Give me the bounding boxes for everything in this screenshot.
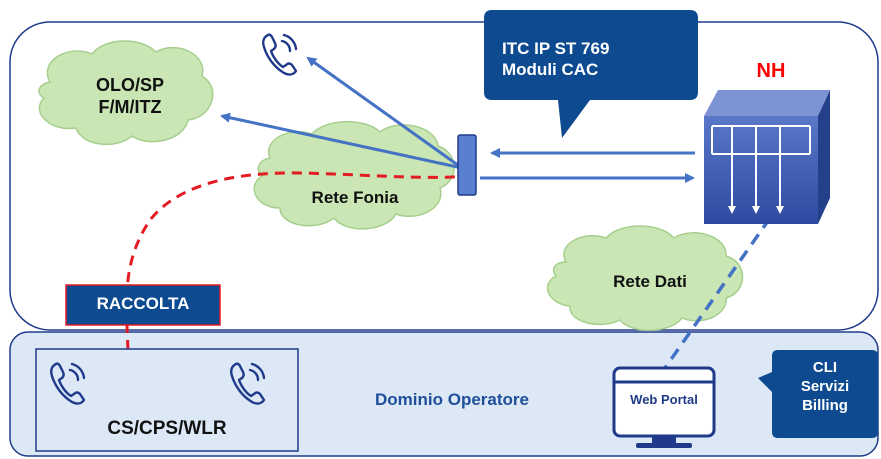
phone-icon: [50, 362, 86, 405]
raccolta-dashed-path: [125, 171, 469, 351]
phone-icon: [230, 362, 266, 405]
nh-label: NH: [756, 60, 786, 82]
web-portal-label: Web Portal: [630, 392, 698, 407]
olo-cloud-label: OLO/SP F/M/ITZ: [95, 75, 164, 117]
operator-box-label: CS/CPS/WLR: [107, 418, 227, 439]
itc-callout: [484, 10, 698, 138]
billing-callout: [758, 350, 878, 438]
rete-dati-label: Rete Dati: [613, 272, 687, 291]
arrow-to-phone: [306, 56, 463, 170]
rete-fonia-cloud: [253, 121, 455, 230]
nh-switch-cube-icon: [704, 90, 830, 224]
rete-fonia-label: Rete Fonia: [311, 188, 399, 207]
olo-cloud: [38, 40, 214, 146]
nh-web-portal-dashed-link: [663, 216, 772, 370]
billing-callout-label: CLI Servizi Billing: [800, 359, 850, 414]
raccolta-label: RACCOLTA: [96, 294, 190, 313]
phone-icon: [262, 33, 298, 76]
rete-dati-cloud: [546, 225, 744, 331]
raccolta-box: [65, 284, 221, 326]
gateway-connector: [457, 134, 477, 196]
arrow-to-olo: [220, 112, 463, 170]
domain-label: Dominio Operatore: [375, 390, 529, 409]
web-portal-monitor-icon: [612, 366, 716, 448]
itc-callout-label: ITC IP ST 769 Moduli CAC: [502, 39, 610, 79]
